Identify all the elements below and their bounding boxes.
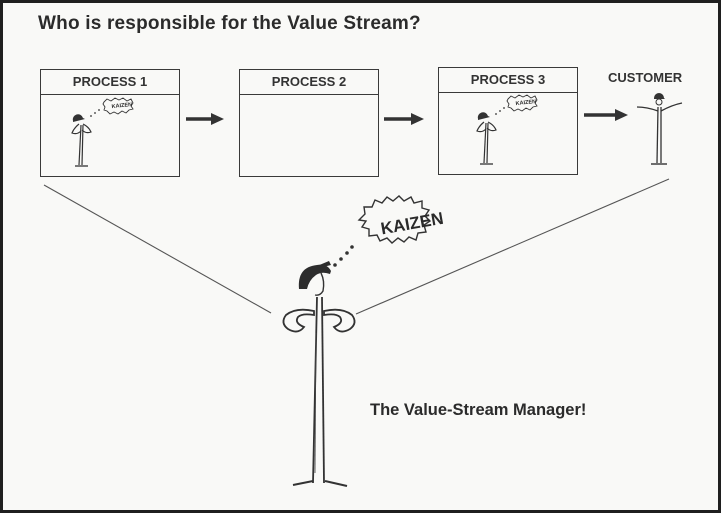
customer-figure	[636, 93, 683, 165]
process-1-bubble-text: KAIZEN	[111, 102, 132, 110]
process-2-box: PROCESS 2	[239, 69, 379, 177]
flow-arrow-3	[584, 109, 628, 121]
process-3-worker-figure: KAIZEN	[476, 94, 538, 165]
view-line-right	[355, 178, 670, 315]
diagram-title: Who is responsible for the Value Stream?	[38, 13, 421, 34]
process-1-worker-figure: KAIZEN	[71, 97, 134, 167]
view-line-left	[43, 184, 272, 314]
flow-arrow-1	[186, 113, 224, 125]
customer-label: CUSTOMER	[608, 70, 683, 85]
flow-arrow-2	[384, 113, 424, 125]
process-3-bubble-text: KAIZEN	[515, 99, 536, 107]
process-2-label: PROCESS 2	[240, 70, 378, 95]
process-3-label: PROCESS 3	[439, 68, 577, 93]
process-1-label: PROCESS 1	[41, 70, 179, 95]
manager-figure: KAIZEN	[282, 195, 445, 487]
manager-label: The Value-Stream Manager!	[370, 401, 587, 419]
process-1-box: PROCESS 1	[40, 69, 180, 177]
diagram-page: Who is responsible for the Value Stream?…	[3, 3, 718, 510]
process-3-box: PROCESS 3	[438, 67, 578, 175]
diagram-drawing: KAIZEN KAIZEN	[43, 93, 683, 487]
